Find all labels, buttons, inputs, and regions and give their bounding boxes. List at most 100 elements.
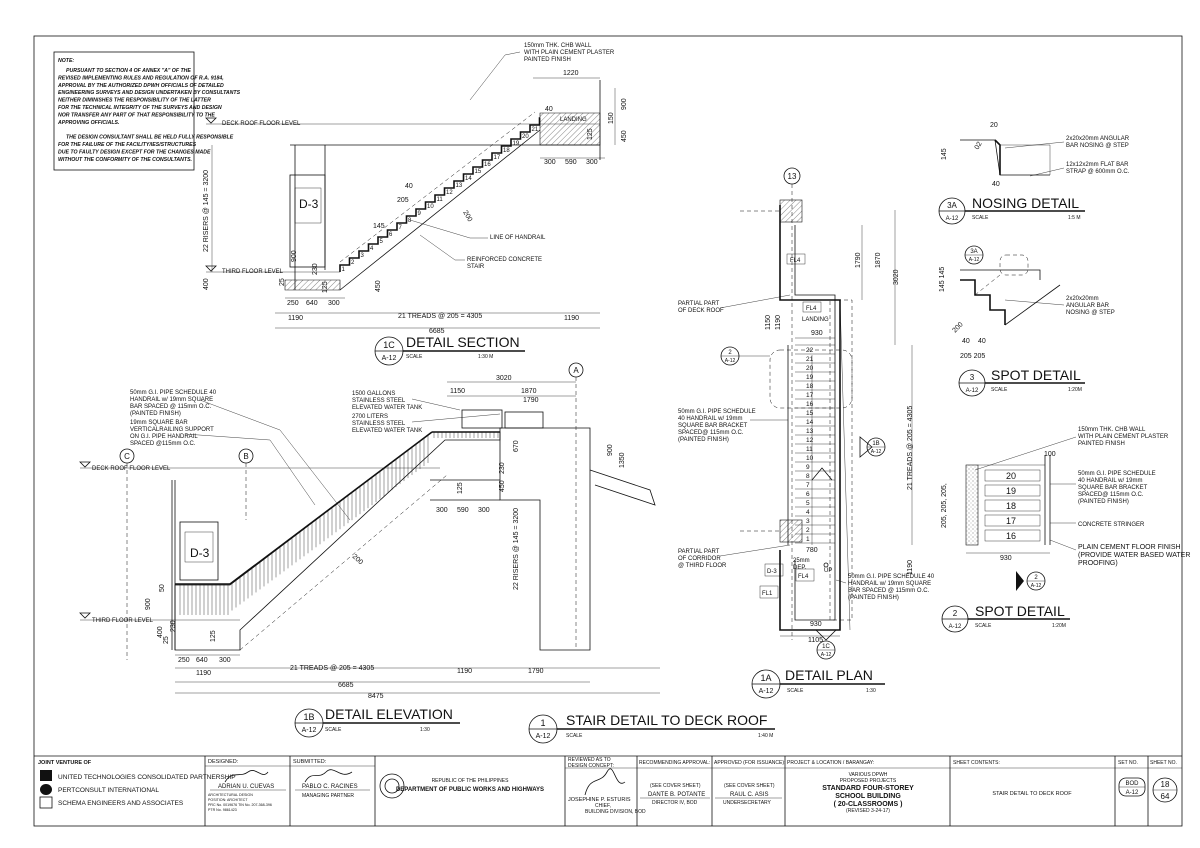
- plan-step-number: 19: [806, 374, 814, 381]
- spot3-dim-205: 205 205: [960, 353, 985, 360]
- tank2-0: 2700 LITERS: [352, 414, 388, 420]
- spot2-step-number: 20: [1006, 471, 1016, 481]
- bar-note-1b-1: VERTICALRAILING SUPPORT: [130, 427, 214, 433]
- nosing-detail-3a: 20 145 40 02 2x20x20mm ANGULAR BAR NOSIN…: [941, 122, 1130, 188]
- detail-section-1c: 150mm THK. CHB WALL WITH PLAIN CEMENT PL…: [203, 43, 628, 335]
- dim-1190b-1a: 1190: [907, 560, 914, 575]
- main-title: 1 A-12 STAIR DETAIL TO DECK ROOF SCALE 1…: [528, 712, 775, 744]
- note-line: NEITHER DIMINISHES THE RESPONSIBILITY OF…: [58, 98, 211, 104]
- reviewed-0: REVIEWED AS TO: [568, 757, 611, 763]
- dim-40-1c: 40: [545, 106, 553, 113]
- title-1c-scale: 1:30 M: [478, 354, 493, 360]
- spot2-pipe-2: SQUARE BAR BRACKET: [1078, 485, 1148, 491]
- designer-role-3: PTR No. 9861423: [208, 808, 237, 812]
- dim-50-1b: 50: [159, 584, 166, 592]
- dim-250-1c: 250: [287, 300, 299, 307]
- plan-step-number: 16: [806, 401, 814, 408]
- dim-1190a-1c: 1190: [288, 315, 303, 322]
- grid-13: 13: [788, 172, 797, 181]
- wall-note-1c-1: WITH PLAIN CEMENT PLASTER: [524, 50, 615, 56]
- dim-400-1b: 400: [157, 626, 164, 638]
- spot2-callout: 2: [1034, 575, 1038, 581]
- spot2-floor-0: PLAIN CEMENT FLOOR FINISH: [1078, 544, 1181, 551]
- tank1-2: ELEVATED WATER TANK: [352, 405, 422, 411]
- note-line: WITHOUT THE CONFORMITY OF THE CONSULTANT…: [58, 157, 192, 163]
- spot2-wall-1: WITH PLAIN CEMENT PLASTER: [1078, 434, 1169, 440]
- reviewer-role-1: BUILDING DIVISION, BOD: [585, 809, 646, 815]
- submitter-name: PABLO C. RACINES: [302, 784, 358, 790]
- title-3a-text: NOSING DETAIL: [972, 195, 1079, 211]
- pipe-note2-1a-3: (PAINTED FINISH): [848, 595, 899, 601]
- spot2-wall-2: PAINTED FINISH: [1078, 441, 1125, 447]
- callout-1c-ref-1a: A-12: [821, 652, 832, 658]
- plan-step-number: 14: [806, 419, 814, 426]
- nosing-dim-40: 40: [992, 181, 1000, 188]
- main-title-ref: A-12: [536, 733, 551, 740]
- main-title-tag: 1: [540, 718, 545, 728]
- main-title-scale: 1:40 M: [758, 733, 773, 739]
- note-line: THE DESIGN CONSULTANT SHALL BE HELD FULL…: [66, 135, 234, 141]
- dim-300c-1c: 300: [328, 300, 340, 307]
- contents-value: STAIR DETAIL TO DECK ROOF: [992, 791, 1072, 797]
- spot3-callout: 3A: [970, 249, 977, 255]
- title-1b-ref: A-12: [302, 727, 317, 734]
- dim-930b-1a: 930: [810, 621, 822, 628]
- step-number-1c: 16: [484, 162, 491, 168]
- callout-2-ref-1a: A-12: [725, 358, 736, 364]
- dim-1105-1a: 1105: [808, 637, 823, 644]
- risers-1b: 22 RISERS @ 145 = 3200: [513, 508, 520, 590]
- spot2-pipe-0: 50mm G.I. PIPE SCHEDULE: [1078, 471, 1156, 477]
- see-cover-2: (SEE COVER SHEET): [724, 783, 775, 789]
- plan-step-number: 5: [806, 500, 810, 507]
- risers-1c: 22 RISERS @ 145 = 3200: [203, 170, 210, 252]
- pipe-note2-1a-2: BAR SPACED @ 115mm O.C.: [848, 588, 930, 594]
- designer-role-0: ARCHITECTURAL DESIGN: [208, 793, 253, 797]
- spot3-note-1: ANGULAR BAR: [1066, 303, 1110, 309]
- note-line: FOR THE FAILURE OF THE FACILITY/IES/STRU…: [58, 142, 197, 148]
- dim-150-1c: 150: [608, 112, 615, 124]
- submitted-label: SUBMITTED:: [293, 759, 327, 765]
- dim-400-1c: 400: [203, 278, 210, 290]
- spot2-step-number: 16: [1006, 531, 1016, 541]
- plan-step-number: 2: [806, 527, 810, 534]
- designed-label: DESIGNED:: [208, 759, 239, 765]
- svg-text:B: B: [243, 452, 248, 461]
- note-line: APPROVAL BY THE AUTHORIZED DPWH OFFICIAL…: [57, 83, 224, 89]
- step-number-1c: 4: [370, 246, 374, 252]
- dim-1350-1b: 1350: [619, 452, 626, 468]
- spot3-dim-40b: 40: [978, 338, 986, 345]
- title-block: JOINT VENTURE OF UNITED TECHNOLOGIES CON…: [38, 756, 1182, 826]
- third-level-1c: THIRD FLOOR LEVEL: [222, 269, 284, 275]
- dim-230-1c: 230: [312, 263, 319, 275]
- deck-level-1b: DECK ROOF FLOOR LEVEL: [92, 466, 171, 472]
- note-line: APPROVING OFFICIALS.: [57, 120, 119, 126]
- corridor-note-2: @ THIRD FLOOR: [678, 563, 727, 569]
- step-number-1c: 19: [513, 141, 520, 147]
- svg-text:C: C: [124, 452, 130, 461]
- dim-300b-1b: 300: [478, 507, 490, 514]
- title-3a-scale-label: SCALE: [972, 215, 989, 221]
- dim-40b-1c: 40: [405, 183, 413, 190]
- dim-1870-1b: 1870: [521, 388, 537, 395]
- up-label: UP: [824, 568, 832, 574]
- dim-1190a-1a: 1190: [775, 315, 782, 330]
- dim-205-1c: 205: [397, 197, 409, 204]
- spot2-callout-ref: A-12: [1031, 583, 1042, 589]
- dim-640-1c: 640: [306, 300, 318, 307]
- callout-1c-1a: 1C: [822, 644, 830, 650]
- spot-detail-3: 3A A-12 145 145 40 40 205 205 200 2x20x2…: [939, 245, 1115, 360]
- title-1b-tag: 1B: [303, 712, 314, 722]
- note-heading: NOTE:: [58, 58, 74, 64]
- pipe-note2-1a-0: 50mm G.I. PIPE SCHEDULE 40: [848, 574, 935, 580]
- dim-200-1b: 200: [351, 553, 364, 566]
- wall-note-1c-0: 150mm THK. CHB WALL: [524, 43, 592, 49]
- title-1c-ref: A-12: [382, 355, 397, 362]
- dim-125b-1c: 125: [322, 281, 329, 293]
- sheet-total: 64: [1161, 792, 1170, 801]
- title-1a-text: DETAIL PLAN: [785, 667, 873, 683]
- plan-step-number: 3: [806, 518, 810, 525]
- spot2-stringer: CONCRETE STRINGER: [1078, 522, 1145, 528]
- approver-name: RAUL C. ASIS: [730, 792, 768, 798]
- step-number-1c: 5: [380, 239, 384, 245]
